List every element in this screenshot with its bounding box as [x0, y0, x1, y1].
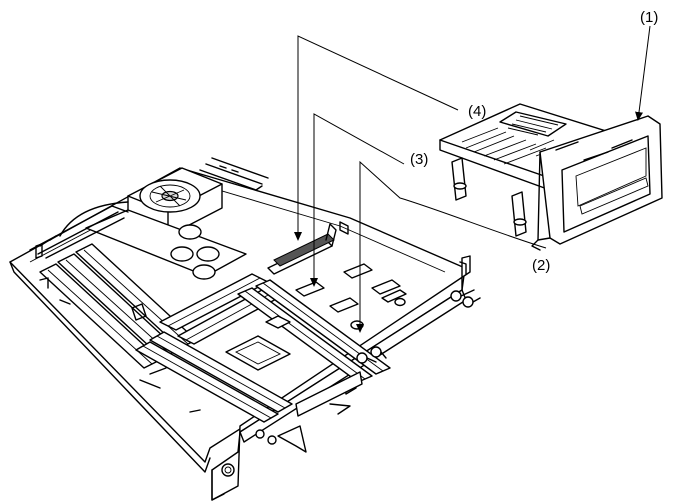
standoff-hole	[350, 320, 364, 330]
board-connectors	[295, 263, 407, 330]
callout-labels: (1) (2) (3) (4)	[410, 9, 658, 274]
option-board	[439, 103, 663, 251]
main-chip	[225, 335, 291, 371]
callout-label-4: (4)	[468, 103, 486, 120]
callout-label-2: (2)	[532, 257, 550, 274]
main-board	[9, 157, 481, 501]
dimm-slots-left	[39, 243, 197, 369]
bracket-hardware	[221, 289, 481, 477]
memory-rails	[29, 157, 269, 259]
pci-slots	[135, 273, 293, 423]
callout-label-3: (3)	[410, 151, 428, 168]
fan-cable	[59, 201, 129, 237]
connector-slots-mid	[237, 279, 391, 383]
small-chip	[265, 315, 291, 329]
callout-label-1: (1)	[640, 9, 658, 26]
callout-lines	[294, 25, 651, 333]
